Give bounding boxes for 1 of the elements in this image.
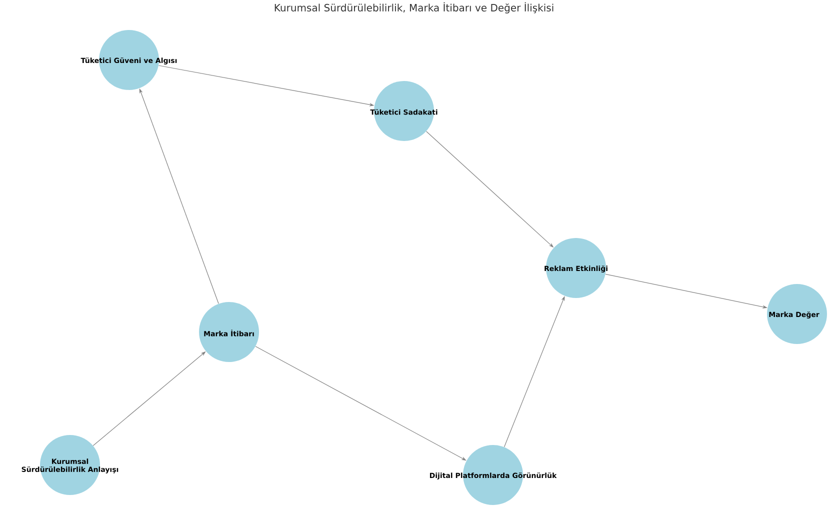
title: Kurumsal Sürdürülebilirlik, Marka İtibarı ve Değer İlişkisi bbox=[274, 2, 554, 14]
